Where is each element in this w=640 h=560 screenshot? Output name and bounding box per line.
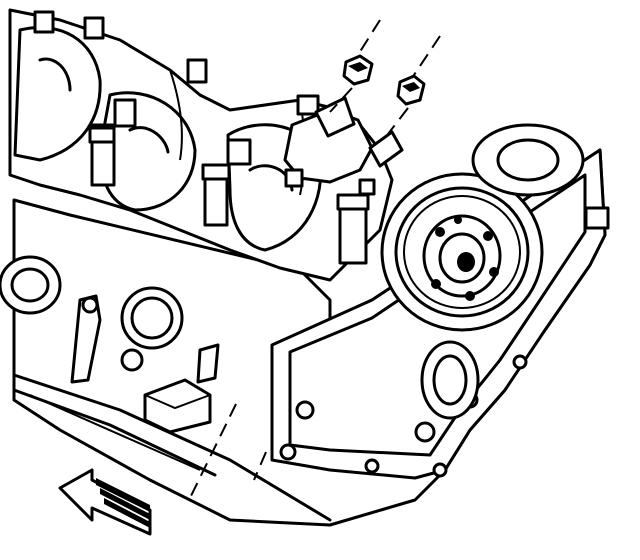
connecting-rod-cap — [283, 96, 404, 196]
lower-dowel — [189, 403, 267, 499]
rod-nut — [329, 19, 441, 135]
cylinder-bore-left — [0, 255, 220, 434]
front-direction-arrow — [58, 468, 152, 536]
main-bearing-bolt — [33, 10, 370, 265]
crankshaft-sprocket — [380, 123, 610, 332]
